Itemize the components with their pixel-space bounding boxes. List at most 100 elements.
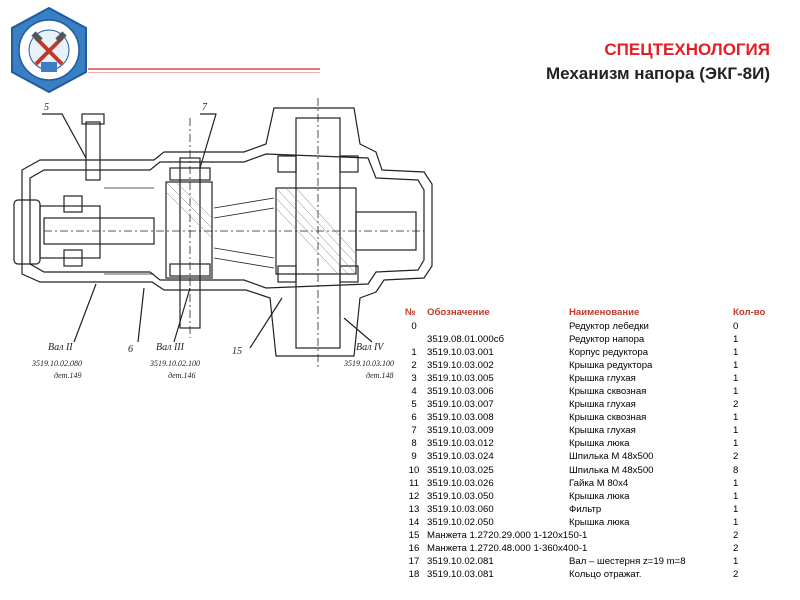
callout-shaft-ii: Вал II [48, 342, 73, 353]
row-name: Редуктор лебедки [569, 320, 649, 332]
row-number: 3 [411, 372, 417, 384]
row-quantity: 1 [733, 438, 739, 450]
page-title: СПЕЦТЕХНОЛОГИЯ [604, 40, 770, 59]
row-name: Крышка редуктора [569, 359, 653, 371]
row-quantity: 2 [733, 543, 739, 555]
row-name: Корпус редуктора [569, 346, 649, 358]
row-designation: 3519.08.01.000сб [427, 333, 504, 345]
row-number: 9 [411, 451, 417, 463]
row-quantity: 1 [733, 386, 739, 398]
row-quantity: 1 [733, 359, 739, 371]
row-name: Вал – шестерня z=19 m=8 [569, 556, 686, 568]
row-number: 16 [408, 543, 420, 555]
table-row: 8 3519.10.03.012 Крышка люка 1 [403, 438, 775, 451]
row-name: Крышка глухая [569, 372, 636, 384]
table-row: 5 3519.10.03.007 Крышка глухая 2 [403, 399, 775, 412]
row-number: 14 [408, 516, 420, 528]
table-row: 3 3519.10.03.005 Крышка глухая 1 [403, 372, 775, 385]
row-designation: 3519.10.03.050 [427, 490, 494, 502]
row-quantity: 1 [733, 412, 739, 424]
row-designation: 3519.10.03.001 [427, 346, 494, 358]
row-quantity: 1 [733, 346, 739, 358]
row-quantity: 1 [733, 556, 739, 568]
row-name: Гайка М 80х4 [569, 477, 629, 489]
row-quantity: 0 [733, 320, 739, 332]
row-name: Крышка глухая [569, 399, 636, 411]
page-subtitle: Механизм напора (ЭКГ-8И) [545, 64, 770, 83]
row-number: 13 [408, 503, 420, 515]
row-designation: 3519.10.03.060 [427, 503, 494, 515]
row-designation: 3519.10.02.050 [427, 516, 494, 528]
table-row: 17 3519.10.02.081 Вал – шестерня z=19 m=8 1 [403, 556, 775, 569]
header-divider [88, 68, 320, 70]
row-number: 8 [411, 438, 417, 450]
row-name: Шпилька М 48х500 [569, 464, 654, 476]
row-designation: 3519.10.03.008 [427, 412, 494, 424]
callout-shaft-iv: Вал IV [356, 342, 385, 353]
row-name: Крышка глухая [569, 425, 636, 437]
university-logo [8, 6, 90, 94]
callout-15: 15 [232, 346, 242, 357]
row-name: Шпилька М 48х500 [569, 451, 654, 463]
gearbox-drawing: 5 7 Вал II 3519.10.02.080 дет.149 6 Вал … [4, 88, 444, 388]
row-number: 17 [408, 556, 420, 568]
table-row: 16 Манжета 1.2720.48.000 1-360х400-1 2 [403, 543, 775, 556]
row-quantity: 8 [733, 464, 739, 476]
row-number: 12 [408, 490, 420, 502]
table-row: 0 Редуктор лебедки 0 [403, 320, 775, 333]
callout-7: 7 [202, 102, 208, 113]
row-number: 5 [411, 399, 417, 411]
table-row: 13 3519.10.03.060 Фильтр 1 [403, 503, 775, 516]
row-designation [425, 320, 567, 333]
row-quantity: 2 [733, 399, 739, 411]
row-quantity: 1 [733, 503, 739, 515]
row-designation: 3519.10.02.081 [427, 556, 494, 568]
col-number: № [405, 307, 416, 318]
row-designation: 3519.10.03.006 [427, 386, 494, 398]
row-quantity: 2 [733, 530, 739, 542]
callout-shaft-iv-part: дет.148 [366, 371, 393, 380]
row-designation: 3519.10.03.081 [427, 569, 494, 581]
row-designation: 3519.10.03.026 [427, 477, 494, 489]
row-quantity: 1 [733, 477, 739, 489]
row-quantity: 1 [733, 516, 739, 528]
row-quantity: 1 [733, 372, 739, 384]
table-body: 0 Редуктор лебедки 0 3519.08.01.000сб Редукт… [403, 320, 775, 582]
row-number: 0 [411, 320, 417, 332]
row-designation: 3519.10.03.007 [427, 399, 494, 411]
callout-5: 5 [44, 102, 49, 113]
callout-shaft-iv-code: 3519.10.03.100 [343, 359, 394, 368]
row-combined-description: Манжета 1.2720.29.000 1-120х150-1 [427, 530, 588, 542]
col-designation: Обозначение [427, 307, 490, 318]
row-name: Крышка люка [569, 438, 630, 450]
row-name: Кольцо отражат. [569, 569, 642, 581]
row-combined-description: Манжета 1.2720.48.000 1-360х400-1 [427, 543, 588, 555]
row-name: Редуктор напора [569, 333, 645, 345]
row-number [403, 333, 425, 346]
col-quantity: Кол-во [733, 307, 766, 318]
callout-shaft-iii-part: дет.146 [168, 371, 195, 380]
row-number: 2 [411, 359, 417, 371]
row-quantity: 2 [733, 451, 739, 463]
row-number: 7 [411, 425, 417, 437]
row-designation: 3519.10.03.009 [427, 425, 494, 437]
callout-6: 6 [128, 344, 133, 355]
row-name: Фильтр [569, 503, 602, 515]
row-number: 4 [411, 386, 417, 398]
callout-shaft-iii-code: 3519.10.02.100 [149, 359, 200, 368]
row-name: Крышка сквозная [569, 412, 647, 424]
row-designation: 3519.10.03.012 [427, 438, 494, 450]
row-designation: 3519.10.03.005 [427, 372, 494, 384]
row-name: Крышка сквозная [569, 386, 647, 398]
